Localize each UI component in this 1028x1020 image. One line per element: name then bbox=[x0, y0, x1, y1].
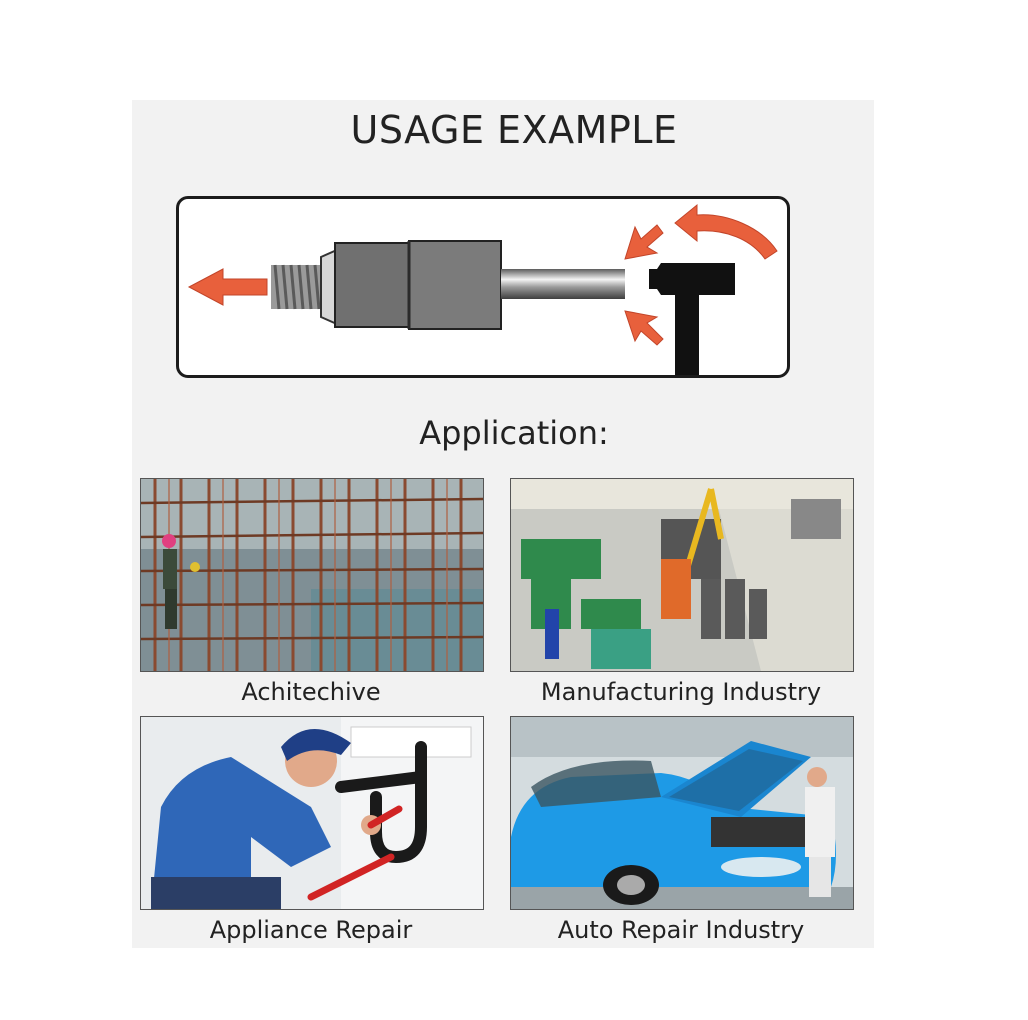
arrow-left-icon bbox=[187, 268, 268, 306]
force-arrow-top-icon bbox=[624, 224, 664, 260]
caption-auto-repair: Auto Repair Industry bbox=[557, 916, 805, 944]
plumber-scene bbox=[140, 716, 484, 910]
caption-achitechive: Achitechive bbox=[241, 678, 381, 706]
socket-icon bbox=[334, 240, 502, 330]
force-arrow-bottom-icon bbox=[624, 310, 664, 346]
car-repair-scene bbox=[510, 716, 854, 910]
factory-scene bbox=[510, 478, 854, 672]
extension-bar bbox=[501, 269, 625, 299]
caption-manufacturing: Manufacturing Industry bbox=[540, 678, 822, 706]
threaded-bolt bbox=[271, 264, 323, 310]
application-title: Application: bbox=[419, 414, 609, 452]
hammer-icon bbox=[649, 263, 735, 375]
caption-appliance-repair: Appliance Repair bbox=[209, 916, 413, 944]
usage-diagram bbox=[176, 196, 790, 378]
arrow-curved-icon bbox=[674, 203, 778, 260]
construction-scene bbox=[140, 478, 484, 672]
usage-example-title: USAGE EXAMPLE bbox=[350, 108, 678, 152]
